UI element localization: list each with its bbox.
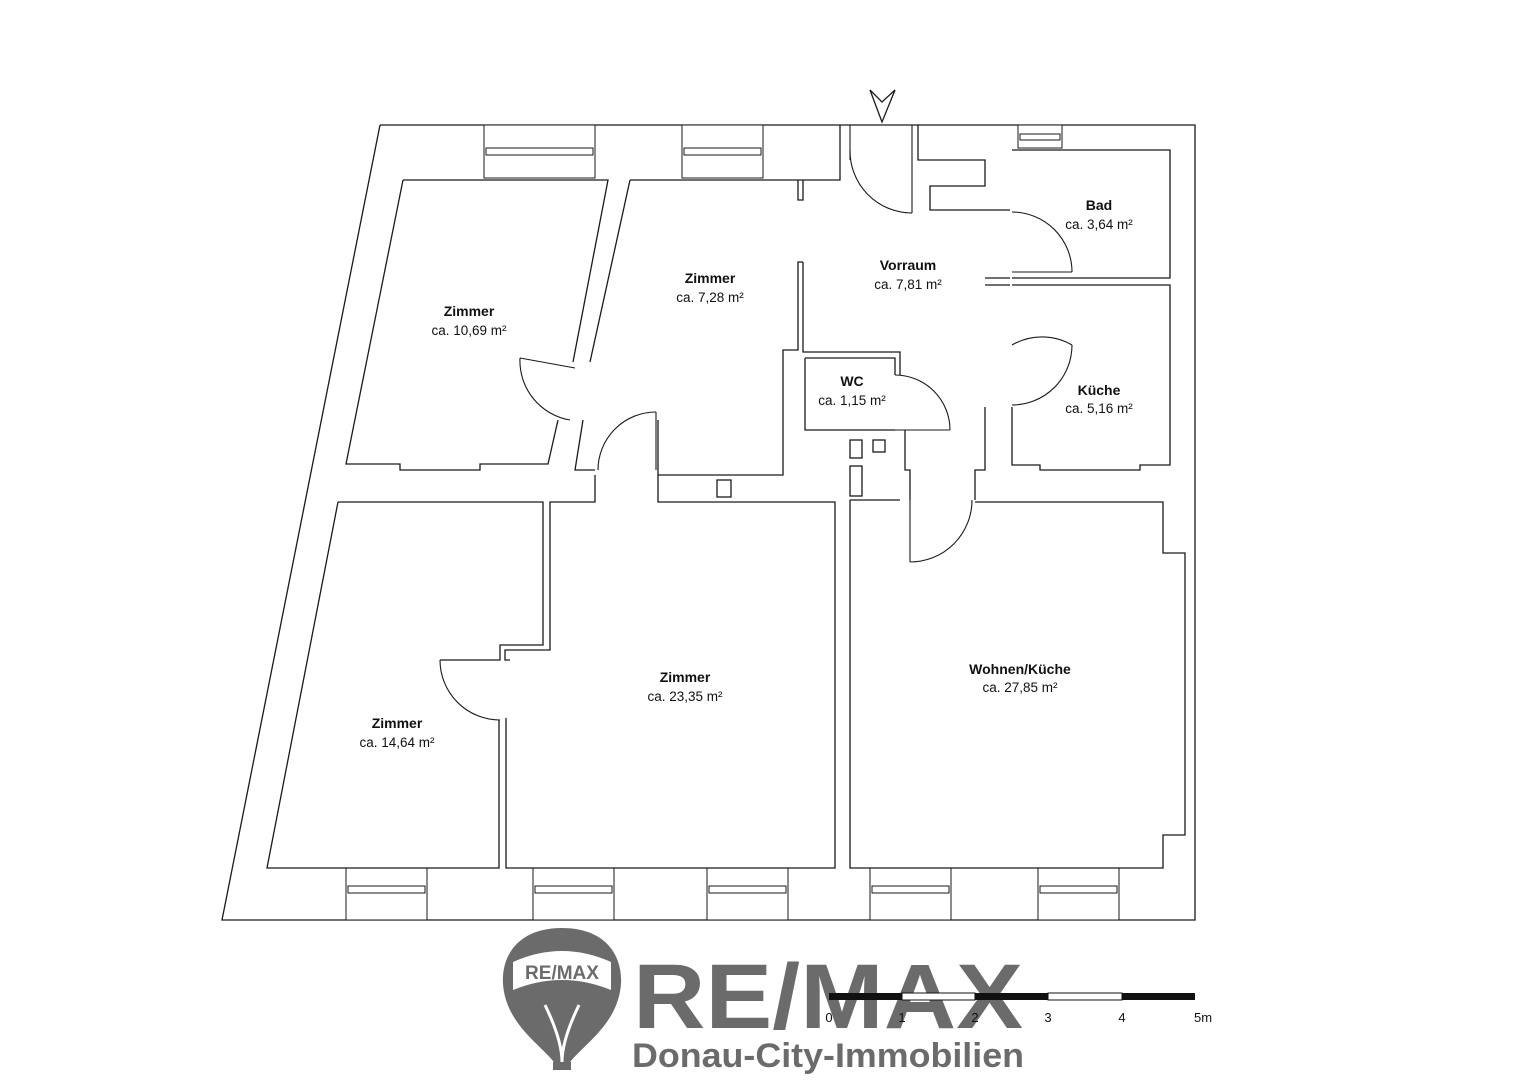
entrance-arrow-icon [869, 89, 896, 124]
brand-tagline: Donau-City-Immobilien [632, 1037, 1024, 1075]
doors [439, 125, 1073, 721]
scale-bar: 0 1 2 3 4 5m [825, 992, 1212, 1025]
room-name: Zimmer [685, 270, 736, 286]
room-zimmer-nw: Zimmer ca. 10,69 m² [431, 303, 507, 338]
room-name: Zimmer [372, 715, 423, 731]
balloon-label: RE/MAX [525, 963, 599, 984]
scale-label: 2 [971, 1010, 978, 1025]
scale-label: 3 [1044, 1010, 1051, 1025]
remax-logo: RE/MAX RE/MAX Donau-City-Immobilien [502, 928, 1024, 1075]
room-wc: WC ca. 1,15 m² [818, 373, 886, 408]
room-labels: Zimmer ca. 10,69 m² Zimmer ca. 7,28 m² V… [359, 197, 1133, 750]
room-zimmer-n: Zimmer ca. 7,28 m² [676, 270, 744, 305]
room-zimmer-s: Zimmer ca. 23,35 m² [647, 669, 723, 704]
room-area: ca. 27,85 m² [982, 680, 1058, 695]
room-wohnen-kueche: Wohnen/Küche ca. 27,85 m² [969, 661, 1071, 695]
room-area: ca. 7,81 m² [874, 277, 942, 292]
room-name: Küche [1078, 382, 1121, 398]
scale-label: 5m [1194, 1010, 1212, 1025]
scale-label: 1 [898, 1010, 905, 1025]
interior-walls [266, 125, 1186, 869]
room-kueche: Küche ca. 5,16 m² [1065, 382, 1133, 416]
outer-walls [221, 124, 1196, 921]
room-name: WC [840, 373, 863, 389]
room-area: ca. 3,64 m² [1065, 217, 1133, 232]
room-zimmer-sw: Zimmer ca. 14,64 m² [359, 715, 435, 750]
room-name: Wohnen/Küche [969, 661, 1071, 677]
room-name: Zimmer [660, 669, 711, 685]
room-area: ca. 10,69 m² [431, 323, 507, 338]
room-bad: Bad ca. 3,64 m² [1065, 197, 1133, 232]
room-vorraum: Vorraum ca. 7,81 m² [874, 257, 942, 292]
room-area: ca. 5,16 m² [1065, 401, 1133, 416]
scale-label: 0 [825, 1010, 832, 1025]
room-name: Zimmer [444, 303, 495, 319]
room-area: ca. 1,15 m² [818, 393, 886, 408]
room-name: Bad [1086, 197, 1112, 213]
room-name: Vorraum [880, 257, 937, 273]
scale-label: 4 [1118, 1010, 1125, 1025]
room-area: ca. 23,35 m² [647, 689, 723, 704]
balloon-icon: RE/MAX [502, 928, 622, 1070]
windows [345, 124, 1120, 921]
room-area: ca. 7,28 m² [676, 290, 744, 305]
room-area: ca. 14,64 m² [359, 735, 435, 750]
